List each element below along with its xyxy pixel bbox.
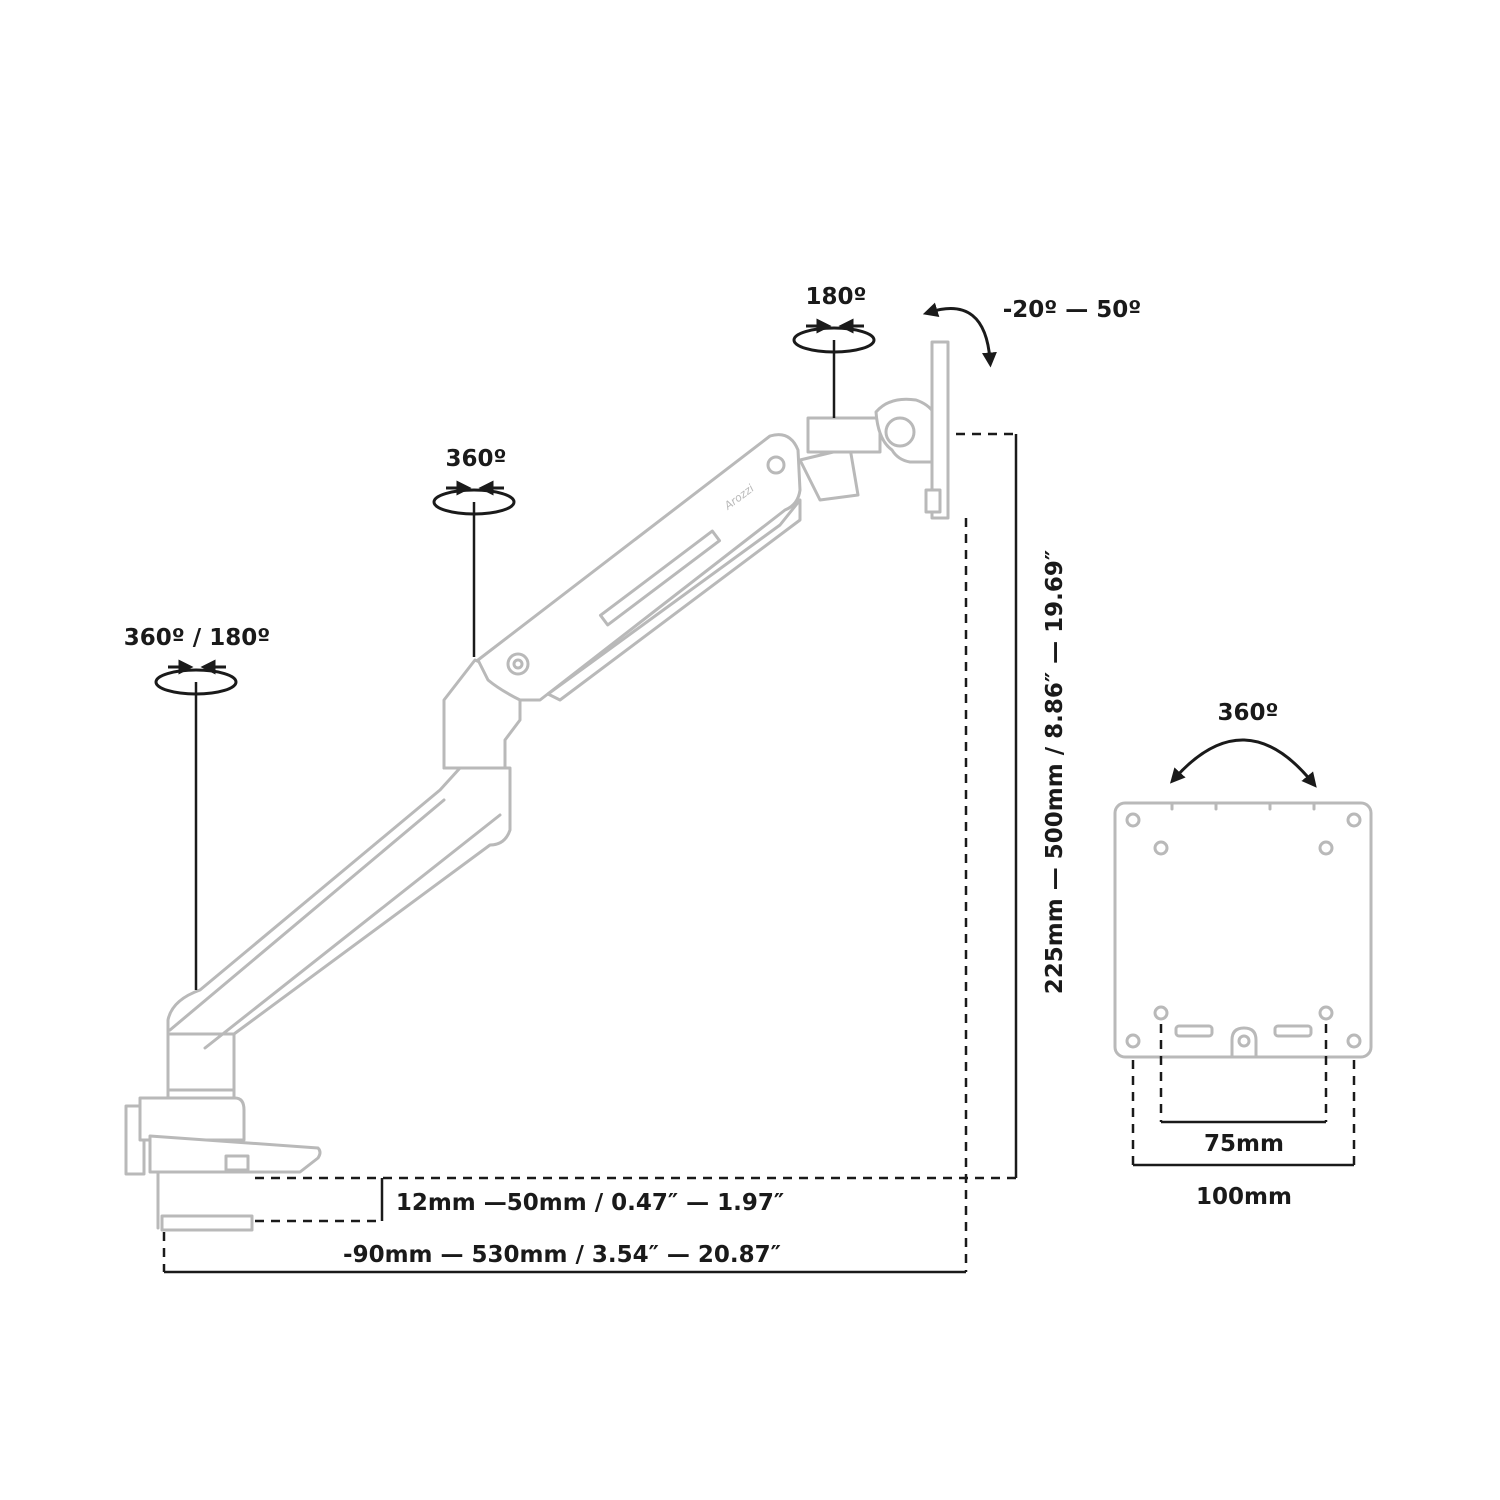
upper-arm: Arozzi	[476, 433, 802, 702]
base-rotation-indicator: 360º / 180º	[124, 625, 270, 990]
reach-range-label: -90mm — 530mm / 3.54″ — 20.87″	[343, 1242, 781, 1268]
monitor-arm-product: Arozzi	[124, 340, 950, 1232]
arm-head	[798, 340, 950, 520]
vesa-plate-icon	[1113, 801, 1373, 1059]
clamp-thickness-label: 12mm —50mm / 0.47″ — 1.97″	[396, 1190, 784, 1216]
tilt-arrow-icon	[922, 302, 997, 368]
rotation-arrows-icon	[1169, 738, 1317, 788]
tilt-indicator: -20º — 50º	[922, 297, 1142, 368]
head-swivel-indicator: 180º	[792, 284, 876, 418]
base-rotation-label: 360º / 180º	[124, 625, 270, 651]
vesa-inner-label: 75mm	[1204, 1131, 1284, 1157]
elbow-rotation-indicator: 360º	[432, 446, 516, 657]
vesa-rotation-label: 360º	[1218, 700, 1279, 726]
vesa-plate: 360º 75mm 100mm	[1113, 700, 1373, 1210]
desk-clamp	[124, 1096, 322, 1232]
height-dimension: 225mm — 500mm / 8.86″ — 19.69″	[956, 432, 1068, 1272]
clamp-dimension: 12mm —50mm / 0.47″ — 1.97″	[255, 1176, 1016, 1223]
lower-arm	[166, 766, 512, 1050]
elbow-rotation-label: 360º	[446, 446, 507, 472]
tilt-range-label: -20º — 50º	[1003, 297, 1142, 323]
reach-dimension: -90mm — 530mm / 3.54″ — 20.87″	[162, 1232, 966, 1274]
vesa-outer-label: 100mm	[1196, 1184, 1292, 1210]
arm-column	[166, 1032, 236, 1100]
head-swivel-label: 180º	[806, 284, 867, 310]
height-range-label: 225mm — 500mm / 8.86″ — 19.69″	[1042, 550, 1068, 994]
